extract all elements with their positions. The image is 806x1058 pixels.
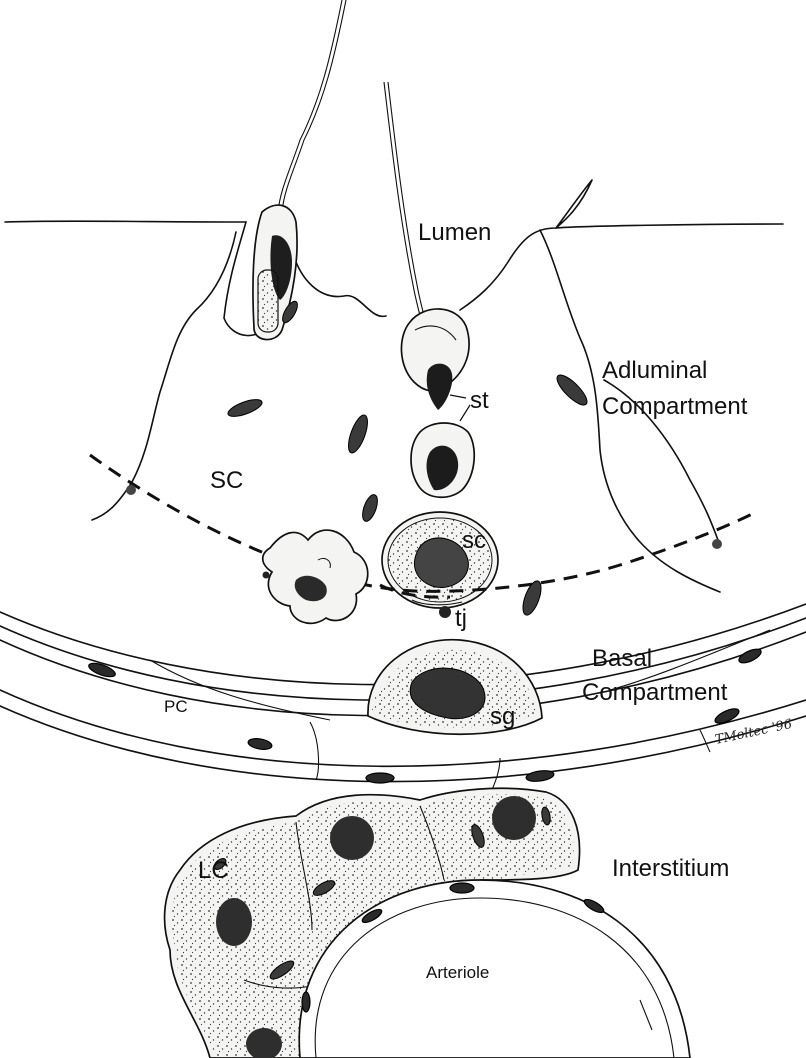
label-basal-line2: Compartment: [582, 679, 728, 706]
label-tj: tj: [455, 605, 467, 632]
lumen-surface: [5, 180, 783, 336]
label-pc: PC: [164, 697, 188, 716]
label-adluminal-line2: Compartment: [602, 393, 748, 420]
label-basal-line1: Basal: [592, 645, 652, 672]
label-sg: sg: [490, 703, 515, 730]
label-interstitium: Interstitium: [612, 855, 729, 882]
spermatid-st: [401, 309, 474, 497]
label-st: st: [470, 387, 489, 414]
label-lumen: Lumen: [418, 219, 491, 246]
label-adluminal-line1: Adluminal: [602, 357, 707, 384]
spermatogonium-sg: [368, 640, 542, 735]
label-sc-center: sc: [462, 527, 486, 554]
label-lc: LC: [198, 857, 229, 884]
residual-cell-left: [263, 530, 368, 623]
sperm-flagella: [278, 0, 434, 360]
leader-lines: [450, 395, 470, 421]
label-arteriole: Arteriole: [426, 963, 489, 982]
label-sc-left: SC: [210, 467, 243, 494]
